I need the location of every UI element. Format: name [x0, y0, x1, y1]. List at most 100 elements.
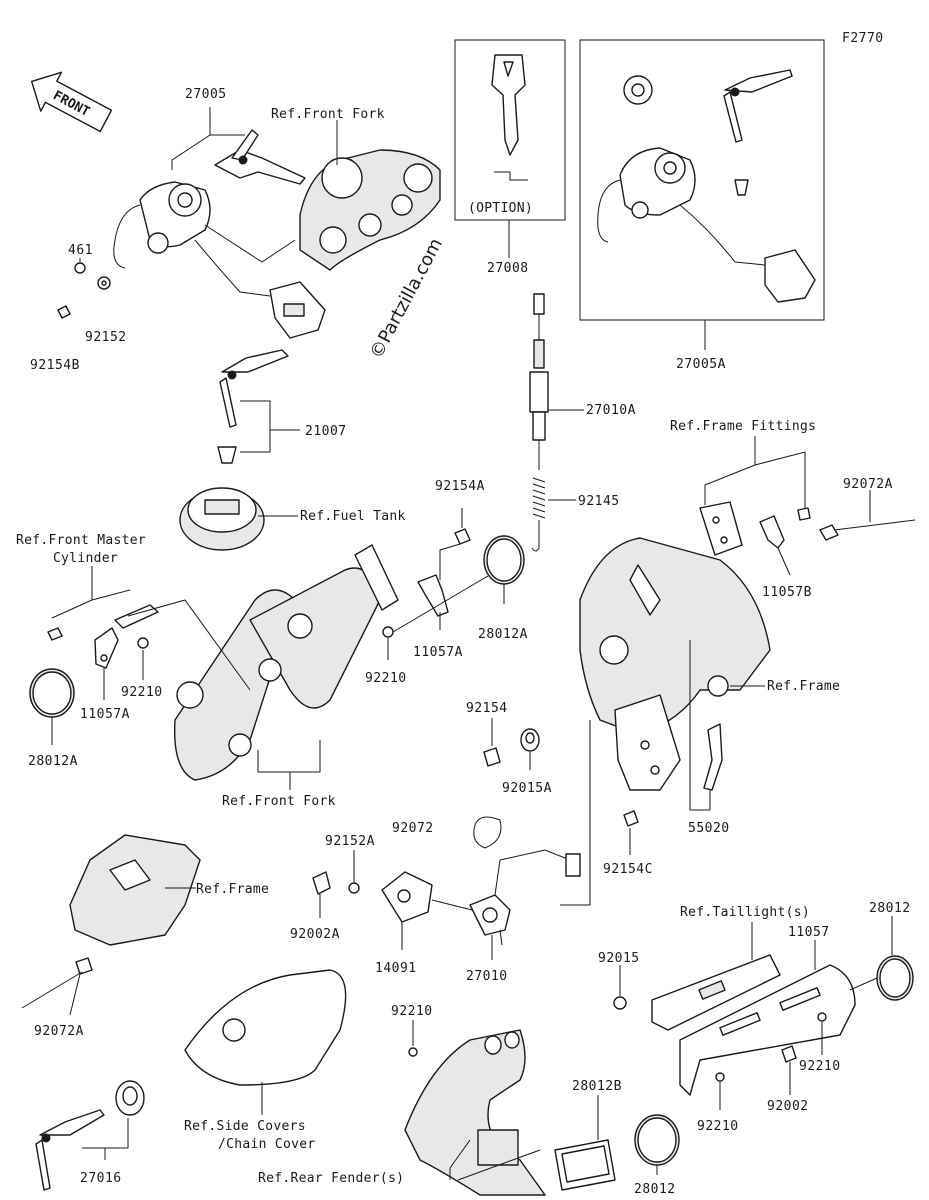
ref-side-covers-1: Ref.Side Covers: [184, 1119, 306, 1134]
front-direction-arrow: FRONT: [30, 71, 113, 133]
ignition-key-27005[interactable]: [214, 129, 306, 185]
label-27016: 27016: [80, 1171, 122, 1186]
cable-tie-92072A-top[interactable]: [819, 519, 916, 541]
label-92210-fender: 92210: [391, 1004, 433, 1019]
collar-92015[interactable]: [613, 996, 627, 1010]
washer-461[interactable]: [74, 262, 86, 274]
ref-frame-right: Ref.Frame: [767, 679, 840, 694]
ref-frame-left: Ref.Frame: [196, 882, 269, 897]
leader-92072A-bottom: [69, 973, 81, 1016]
sensor-27010A[interactable]: [529, 293, 549, 441]
leader-cover-switch: [431, 899, 473, 911]
collar-92015A[interactable]: [520, 728, 540, 752]
leader-11057B: [777, 547, 791, 576]
cable-tie-92072A-bottom[interactable]: [21, 957, 93, 1009]
label-28012-top: 28012: [869, 901, 911, 916]
key-21007[interactable]: [219, 349, 289, 428]
rear-frame-left: [69, 834, 201, 946]
leader-27005: [171, 107, 211, 170]
label-27008: 27008: [487, 261, 529, 276]
label-27005A: 27005A: [676, 357, 726, 372]
nut-92152[interactable]: [97, 276, 111, 290]
option-label: (OPTION): [468, 201, 533, 216]
option-box-27008: [454, 39, 566, 221]
leader-frame-bracket: [689, 640, 710, 811]
set-box-27005A: [579, 39, 825, 321]
label-92154C: 92154C: [603, 862, 653, 877]
bracket-11057A-mid[interactable]: [417, 574, 449, 617]
label-92210-left: 92210: [121, 685, 163, 700]
leader-ref-front-fork-bottom: [257, 740, 321, 790]
screw-fittings[interactable]: [797, 507, 811, 521]
reflector-28012-bottom[interactable]: [634, 1114, 680, 1166]
ref-frame-fittings: Ref.Frame Fittings: [670, 419, 816, 434]
screw-92154B[interactable]: [57, 305, 71, 319]
reflector-28012B[interactable]: [554, 1139, 616, 1191]
bracket-11057[interactable]: [679, 964, 856, 1096]
label-55020: 55020: [688, 821, 730, 836]
bolt-92002A[interactable]: [312, 871, 331, 895]
label-11057A-left: 11057A: [80, 707, 130, 722]
cover-14091[interactable]: [381, 871, 433, 923]
leader-ref-frame-fittings: [704, 436, 806, 508]
lock-cylinder-27005A[interactable]: [623, 75, 653, 105]
washer-92152A[interactable]: [348, 882, 360, 894]
screw-92154[interactable]: [483, 747, 501, 767]
lever-55020[interactable]: [703, 723, 723, 791]
leader-92154A: [439, 508, 463, 580]
frame-fitting-plate: [699, 501, 743, 556]
reflector-28012-top[interactable]: [876, 955, 914, 1001]
label-11057A-mid: 11057A: [413, 645, 463, 660]
reflector-28012A-left[interactable]: [29, 668, 75, 718]
clip-left[interactable]: [114, 604, 159, 629]
ref-front-fork-bottom: Ref.Front Fork: [222, 794, 336, 809]
key-set-27005A[interactable]: [723, 69, 793, 143]
label-21007: 21007: [305, 424, 347, 439]
taillight-bracket-upper: [651, 954, 781, 1031]
spring-92145[interactable]: [531, 440, 546, 552]
key-blank-27008[interactable]: [491, 54, 528, 181]
bolt-92002[interactable]: [781, 1045, 797, 1063]
reflector-28012A-mid[interactable]: [483, 535, 525, 585]
clamp-92072[interactable]: [473, 816, 502, 849]
ref-front-master-1: Ref.Front Master: [16, 533, 146, 548]
bracket-11057A-left[interactable]: [94, 627, 119, 669]
switch-27010[interactable]: [469, 849, 581, 946]
seat-lock-27016[interactable]: [115, 1080, 145, 1116]
nut-92210-mid[interactable]: [382, 626, 394, 638]
side-cover: [184, 969, 347, 1086]
fuel-tank-cap: [179, 487, 265, 551]
leader-21007: [240, 400, 300, 453]
ref-fuel-tank: Ref.Fuel Tank: [300, 509, 406, 524]
label-28012A-left: 28012A: [28, 754, 78, 769]
ref-front-master-2: Cylinder: [53, 551, 118, 566]
label-92002: 92002: [767, 1099, 809, 1114]
label-92154B: 92154B: [30, 358, 80, 373]
key-27016[interactable]: [35, 1109, 105, 1191]
screw-21007[interactable]: [217, 446, 237, 464]
nut-92210-left[interactable]: [137, 637, 149, 649]
watermark: ©Partzilla.com: [366, 235, 447, 362]
screw-left-small[interactable]: [47, 627, 63, 641]
ref-taillight: Ref.Taillight(s): [680, 905, 810, 920]
label-92072A-top: 92072A: [843, 477, 893, 492]
screw-27005A[interactable]: [734, 179, 749, 196]
bracket-11057B[interactable]: [759, 515, 785, 549]
label-92154A: 92154A: [435, 479, 485, 494]
nut-92210-right[interactable]: [817, 1012, 827, 1022]
screw-92154C[interactable]: [623, 810, 639, 827]
label-92210-bottom: 92210: [697, 1119, 739, 1134]
nut-92210-bottom[interactable]: [715, 1072, 725, 1082]
label-28012B: 28012B: [572, 1079, 622, 1094]
label-92210-mid: 92210: [365, 671, 407, 686]
label-92210-right: 92210: [799, 1059, 841, 1074]
switch-assembly-27005A[interactable]: [597, 147, 816, 303]
nut-92210-fender[interactable]: [408, 1047, 418, 1057]
label-28012A-mid: 28012A: [478, 627, 528, 642]
screw-92154A[interactable]: [454, 528, 471, 545]
ignition-switch-27005[interactable]: [113, 181, 326, 339]
ref-front-fork-top: Ref.Front Fork: [271, 107, 385, 122]
rear-fender: [404, 1029, 546, 1196]
